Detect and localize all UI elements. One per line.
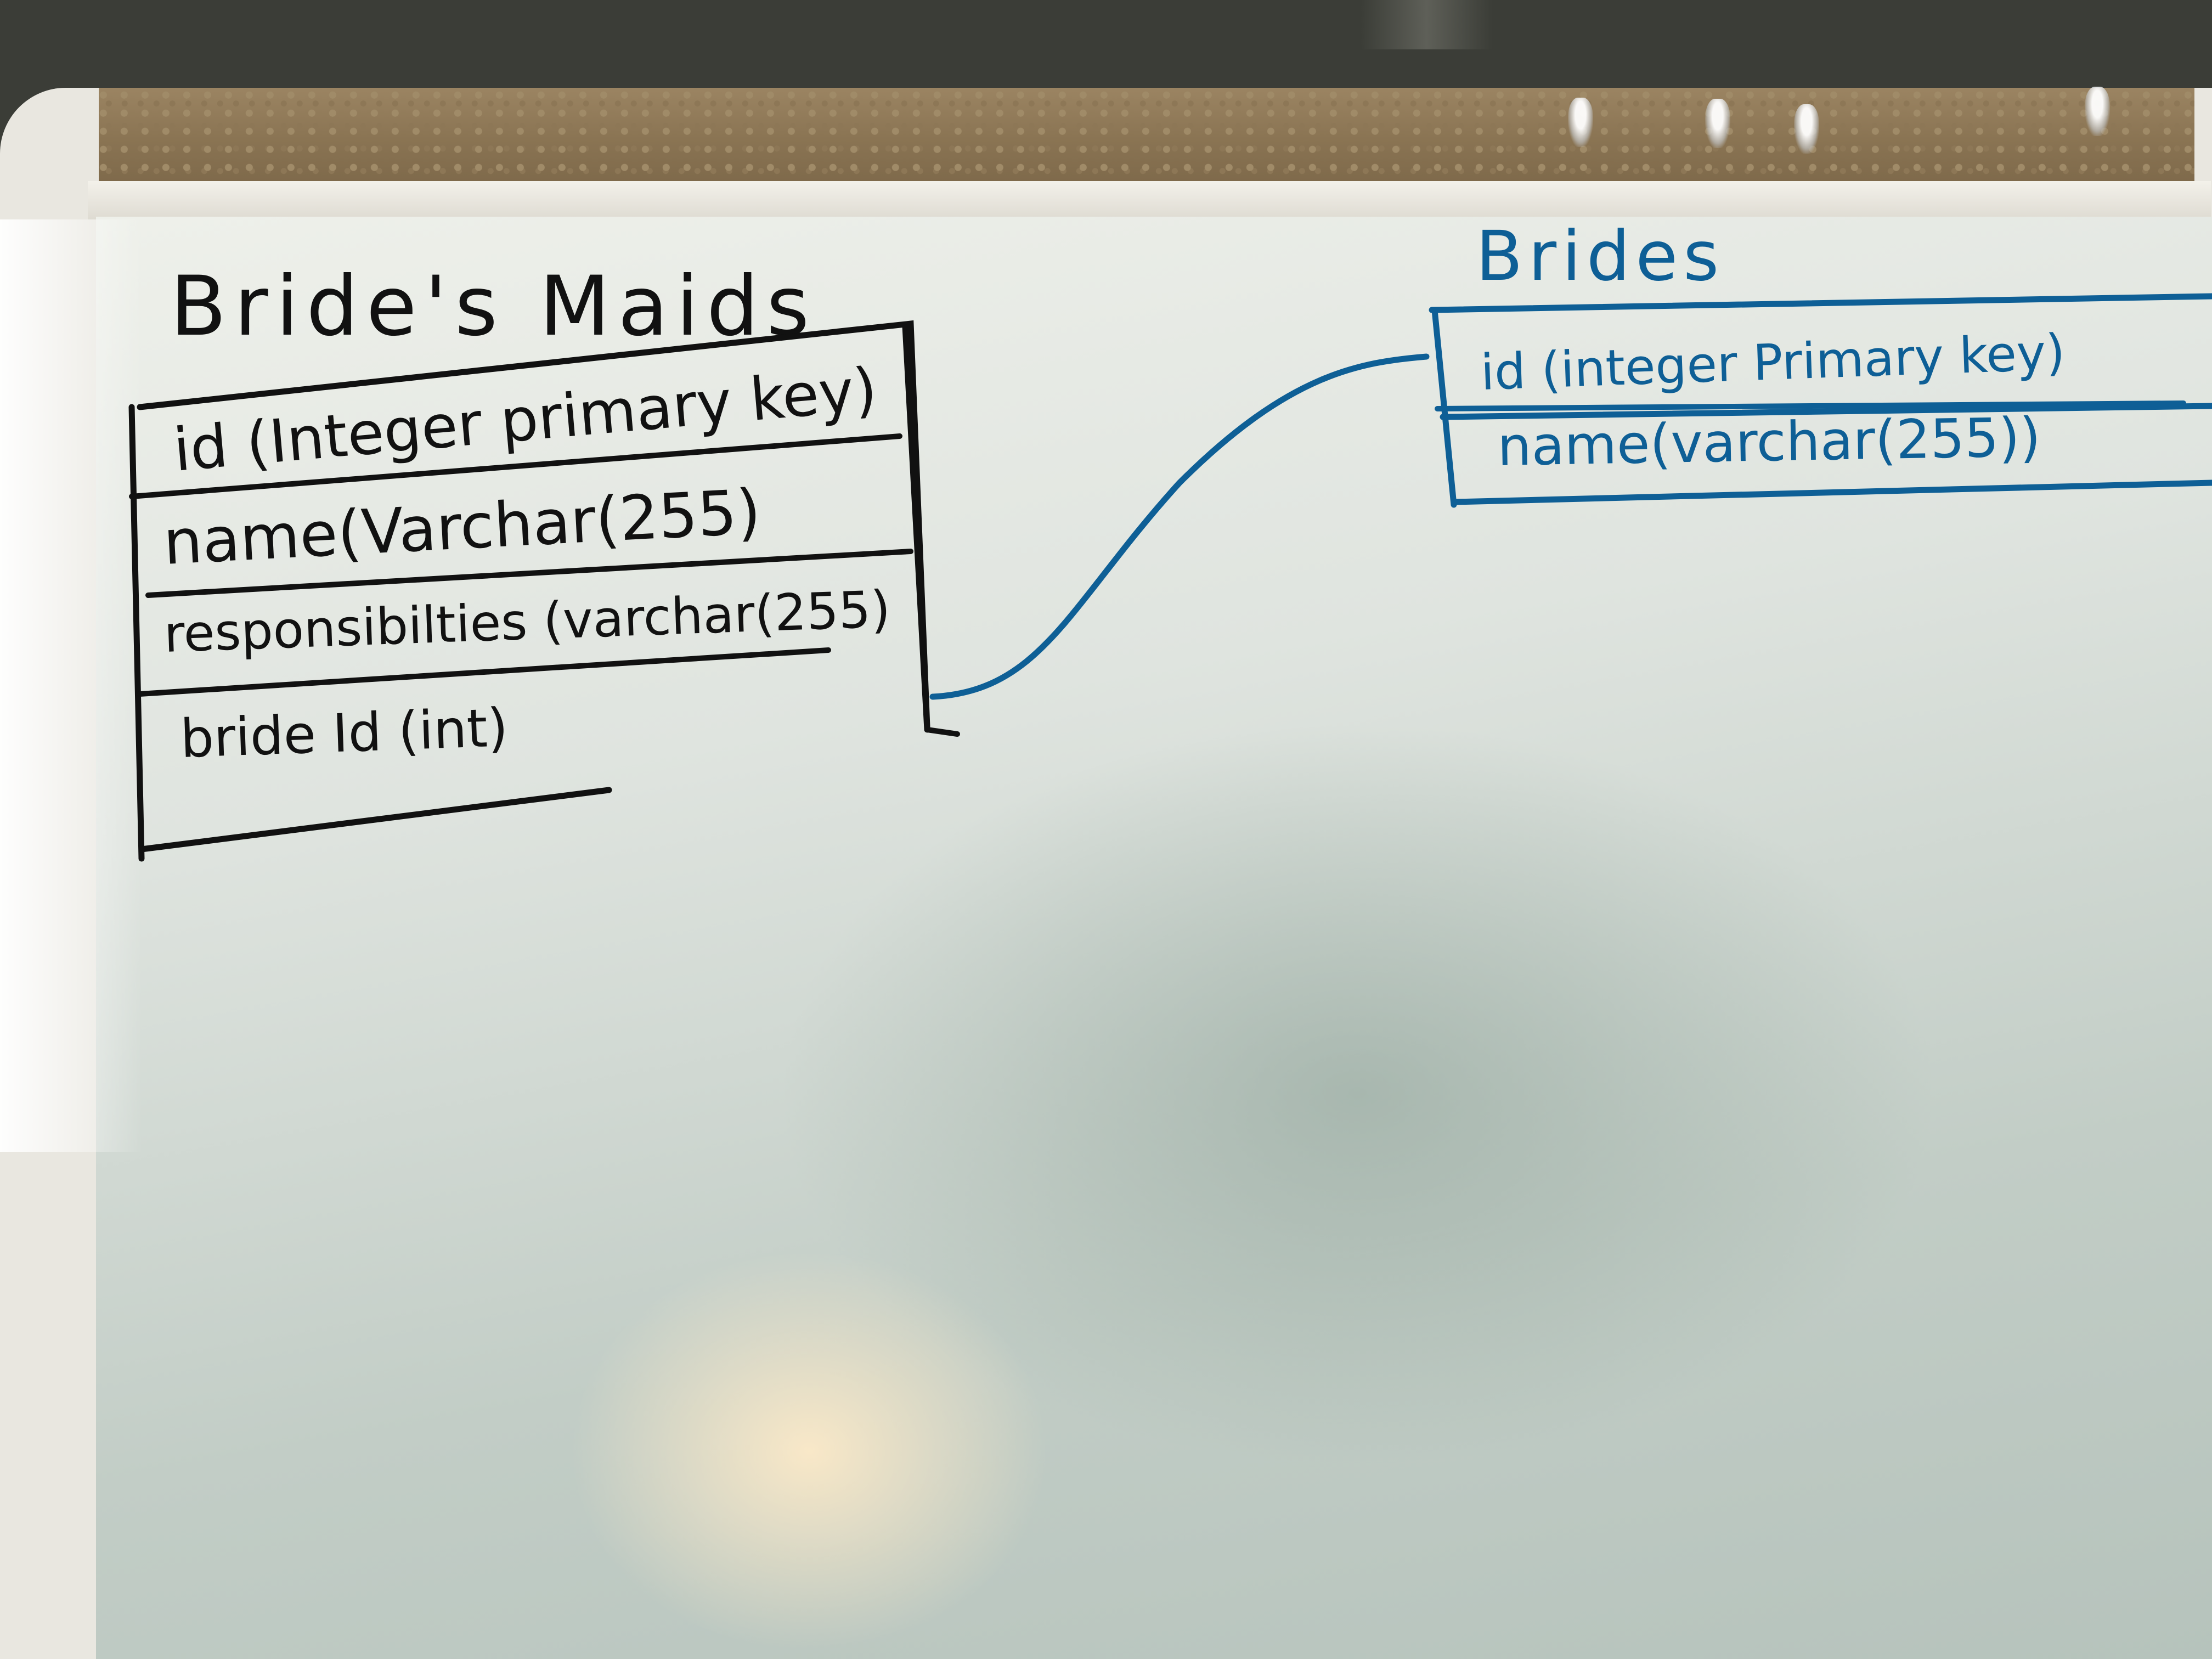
pushpin-icon xyxy=(1794,104,1819,154)
pushpin-icon xyxy=(1568,98,1593,147)
bridesmaids-table-bottom-line xyxy=(138,787,612,853)
relationship-connector-line xyxy=(929,353,1430,700)
pushpin-icon xyxy=(1705,99,1730,148)
bridesmaids-row-divider xyxy=(129,433,902,499)
brides-row-divider xyxy=(1435,400,2186,411)
wall-corner-light xyxy=(1361,0,1492,49)
bridesmaids-row-divider xyxy=(137,647,831,697)
light-glare xyxy=(0,219,143,1152)
bridesmaids-table: Bride's Maids id (Integer primary key) n… xyxy=(128,259,960,862)
bridesmaids-field: bride Id (int) xyxy=(179,697,509,770)
cork-strip xyxy=(99,88,2194,181)
bridesmaids-table-outline xyxy=(128,320,930,862)
bridesmaids-title: Bride's Maids xyxy=(170,259,817,354)
brides-field: name(varchar(255)) xyxy=(1497,407,2041,478)
bridesmaids-table-bottom-edge xyxy=(924,727,960,737)
brides-title: Brides xyxy=(1476,217,1724,296)
whiteboard-surface xyxy=(96,217,2212,1659)
brides-table: Brides id (integer Primary key) name(var… xyxy=(1429,217,2212,508)
bridesmaids-row-divider xyxy=(145,549,913,598)
pushpin-icon xyxy=(2085,87,2110,136)
brides-field: id (integer Primary key) xyxy=(1480,324,2066,402)
cork-strip-ledge xyxy=(88,181,2211,219)
